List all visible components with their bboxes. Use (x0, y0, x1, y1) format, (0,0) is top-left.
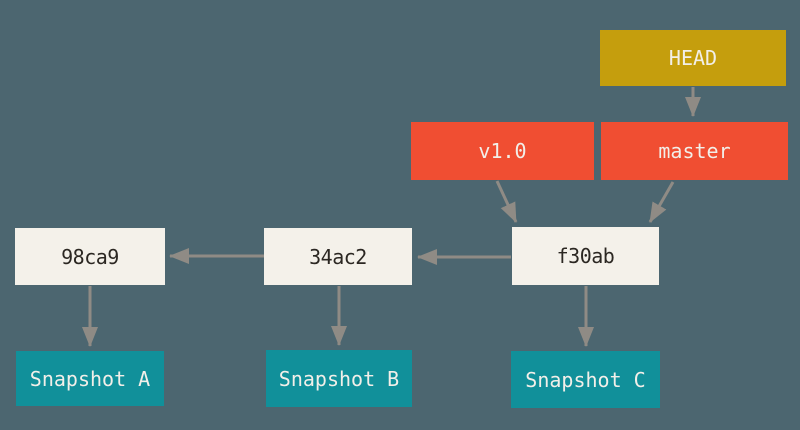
commit-label: 98ca9 (61, 244, 119, 269)
snapshot-label: Snapshot C (525, 367, 646, 392)
commit-box-98ca9: 98ca9 (15, 228, 165, 285)
branch-master-box: master (601, 122, 788, 180)
snapshot-box-a: Snapshot A (16, 351, 164, 406)
commit-box-f30ab: f30ab (512, 227, 659, 285)
arrow-master-to-f30ab (648, 181, 675, 223)
snapshot-label: Snapshot A (29, 366, 151, 391)
tag-v1.0-box: v1.0 (411, 122, 594, 180)
head-pointer-box: HEAD (600, 30, 786, 86)
branch-master-label: master (658, 139, 731, 163)
head-pointer-label: HEAD (668, 46, 718, 70)
snapshot-label: Snapshot B (278, 366, 400, 391)
commit-label: f30ab (556, 244, 615, 268)
commit-label: 34ac2 (309, 244, 367, 269)
commit-box-34ac2: 34ac2 (264, 228, 412, 285)
snapshot-box-b: Snapshot B (266, 350, 412, 407)
arrow-v1.0-to-f30ab (495, 180, 518, 223)
snapshot-box-c: Snapshot C (511, 351, 660, 408)
tag-v1.0-label: v1.0 (478, 139, 527, 163)
